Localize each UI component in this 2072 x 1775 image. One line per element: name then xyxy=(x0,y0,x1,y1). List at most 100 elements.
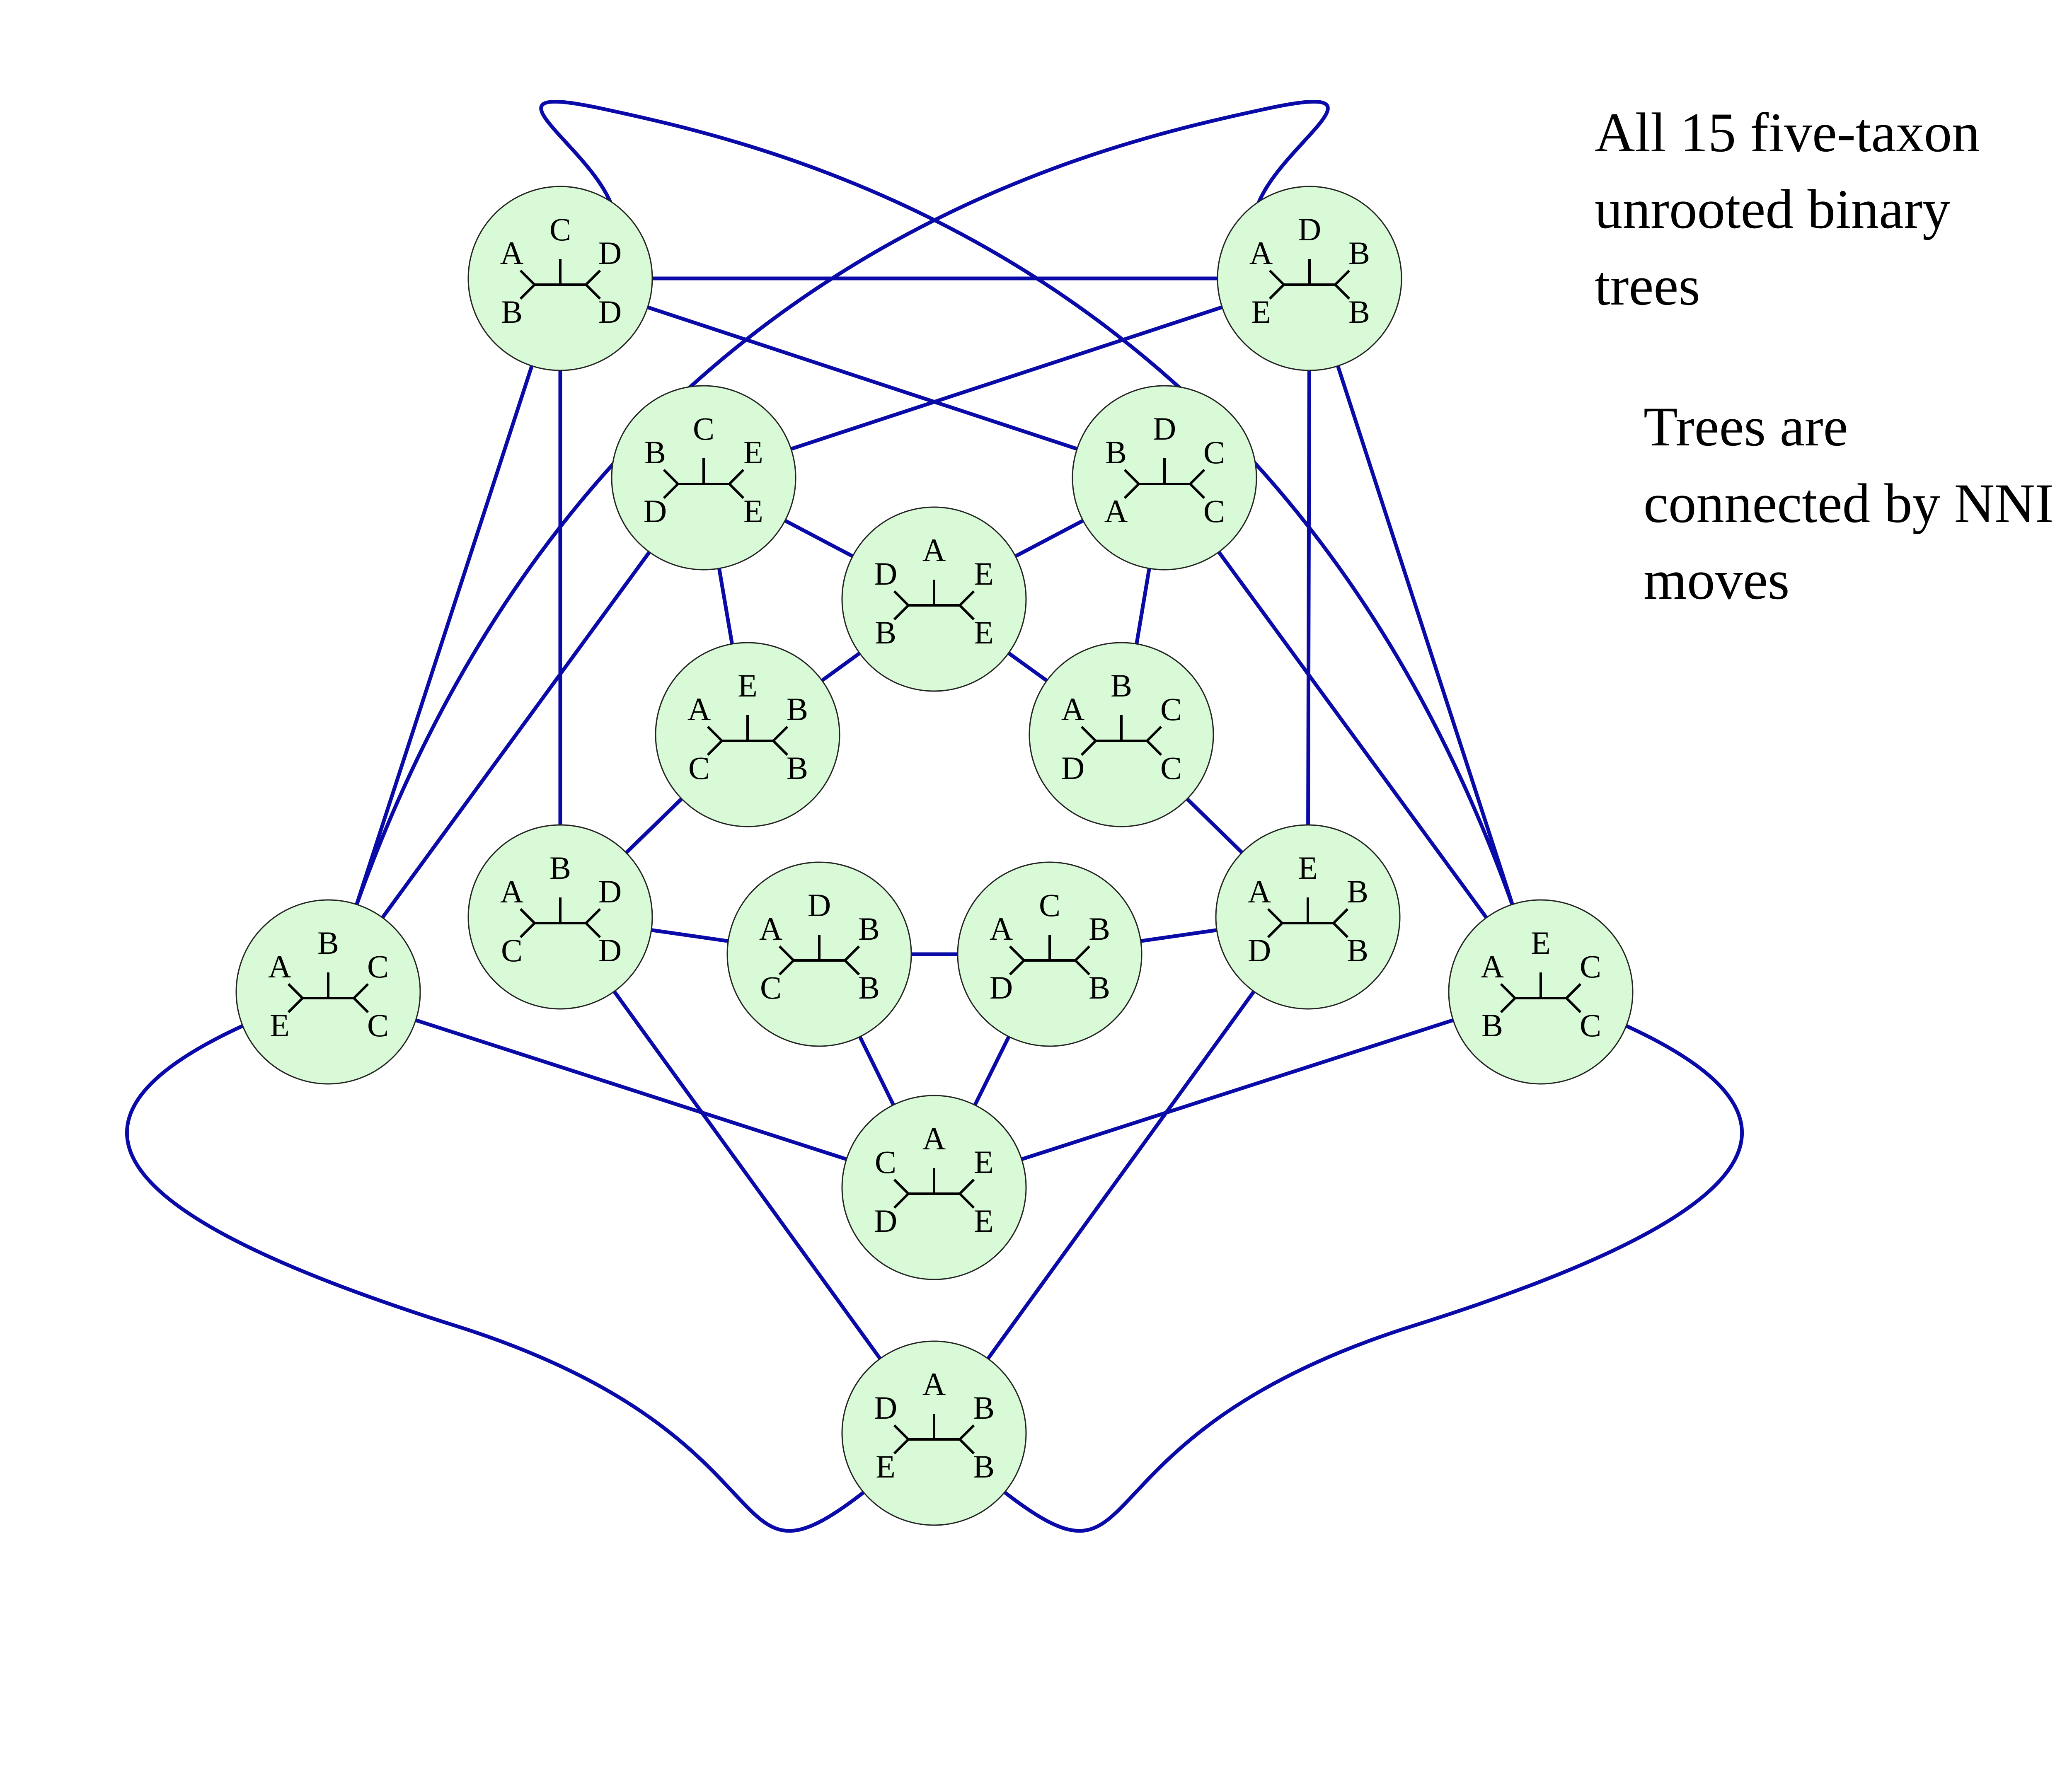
taxon-label-ul: A xyxy=(759,911,782,947)
taxon-label-ll: C xyxy=(688,750,710,786)
nni-edge xyxy=(559,276,1165,480)
caption-note-line: connected by NNI xyxy=(1644,473,2054,534)
taxon-label-ul: A xyxy=(500,873,523,909)
nni-edge xyxy=(703,276,1310,480)
taxon-label-lr: E xyxy=(974,614,994,651)
taxon-label-mid: C xyxy=(1039,887,1060,923)
taxon-label-lr: E xyxy=(974,1203,994,1239)
taxon-label-ll: C xyxy=(501,932,523,968)
nni-edge xyxy=(539,99,1543,993)
taxon-label-ul: B xyxy=(644,434,666,470)
caption-note-line: Trees are xyxy=(1644,396,1848,458)
taxon-label-mid: A xyxy=(922,532,946,568)
tree-topology-icon xyxy=(893,1168,975,1209)
taxon-label-ll: B xyxy=(875,614,896,651)
taxon-label-ul: A xyxy=(1481,948,1504,984)
nni-edge xyxy=(1306,278,1312,917)
taxon-label-mid: C xyxy=(693,411,714,447)
nni-edge xyxy=(932,916,1310,1434)
taxon-label-ll: D xyxy=(874,1203,897,1239)
taxon-label-ur: B xyxy=(1089,911,1110,947)
taxon-label-mid: B xyxy=(1111,667,1132,704)
taxon-label-lr: C xyxy=(1160,750,1182,786)
tree-node-inner-left: EA B C B xyxy=(655,642,840,827)
nni-edge xyxy=(559,916,936,1434)
tree-topology-icon xyxy=(1123,458,1205,499)
taxon-label-ll: E xyxy=(1251,294,1271,330)
taxon-label-mid: E xyxy=(738,667,758,704)
tree-topology-icon xyxy=(1268,259,1351,300)
caption-note-line: moves xyxy=(1644,549,1790,611)
taxon-label-mid: E xyxy=(1531,925,1551,961)
tree-topology-icon xyxy=(519,897,601,938)
taxon-label-ul: A xyxy=(268,948,291,984)
tree-node-inner-top: AD E B E xyxy=(841,506,1027,692)
tree-topology-icon xyxy=(707,715,789,756)
nni-edge xyxy=(125,990,935,1533)
taxon-label-ul: B xyxy=(1105,434,1127,470)
taxon-label-lr: D xyxy=(598,932,622,968)
taxon-label-mid: B xyxy=(317,925,339,961)
caption-title: All 15 five-taxon unrooted binary trees xyxy=(1595,94,2071,324)
edges-layer xyxy=(125,99,1744,1533)
taxon-label-mid: A xyxy=(922,1366,946,1402)
taxon-label-ur: B xyxy=(787,691,808,727)
tree-topology-icon xyxy=(663,458,745,499)
taxon-label-lr: B xyxy=(1347,932,1368,968)
taxon-label-ll: D xyxy=(990,970,1013,1006)
taxon-label-ur: E xyxy=(743,434,763,470)
nni-edge xyxy=(933,990,1542,1190)
taxon-label-lr: C xyxy=(1203,493,1225,529)
taxon-label-ll: D xyxy=(644,493,667,529)
taxon-label-ur: B xyxy=(1347,873,1368,909)
taxon-label-lr: B xyxy=(787,750,808,786)
taxon-label-ur: E xyxy=(974,556,994,592)
taxon-label-ur: C xyxy=(1580,948,1601,984)
taxon-label-ll: C xyxy=(760,970,782,1006)
tree-topology-icon xyxy=(519,259,601,300)
tree-topology-icon xyxy=(893,580,975,621)
taxon-label-mid: B xyxy=(549,850,571,886)
taxon-label-ll: D xyxy=(1061,750,1084,786)
nni-edge xyxy=(933,990,1744,1533)
taxon-label-ul: C xyxy=(875,1144,896,1180)
nni-edge xyxy=(327,476,705,993)
taxon-label-ur: C xyxy=(1160,691,1182,727)
taxon-label-ul: A xyxy=(990,911,1013,947)
nni-edge xyxy=(327,990,935,1190)
taxon-label-ul: D xyxy=(874,556,897,592)
taxon-label-mid: C xyxy=(549,211,571,247)
tree-topology-icon xyxy=(1500,972,1582,1013)
taxon-label-ur: B xyxy=(973,1390,995,1426)
taxon-label-mid: E xyxy=(1298,850,1318,886)
tree-topology-icon xyxy=(893,1414,975,1455)
taxon-label-ll: D xyxy=(1248,932,1271,968)
taxon-label-ul: A xyxy=(687,691,711,727)
taxon-label-ul: A xyxy=(1061,691,1084,727)
taxon-label-lr: D xyxy=(598,294,622,330)
taxon-label-ur: B xyxy=(1348,235,1370,271)
taxon-label-ll: B xyxy=(501,294,523,330)
taxon-label-lr: B xyxy=(973,1449,995,1485)
caption-title-line: trees xyxy=(1595,255,1700,317)
tree-topology-icon xyxy=(1267,897,1349,938)
taxon-label-ur: D xyxy=(598,235,622,271)
taxon-label-ll: A xyxy=(1104,493,1128,529)
taxon-label-mid: D xyxy=(1153,411,1176,447)
taxon-label-ll: E xyxy=(270,1007,290,1043)
caption-title-line: unrooted binary xyxy=(1595,179,1951,240)
taxon-label-ur: C xyxy=(367,948,389,984)
taxon-label-mid: D xyxy=(808,887,831,923)
